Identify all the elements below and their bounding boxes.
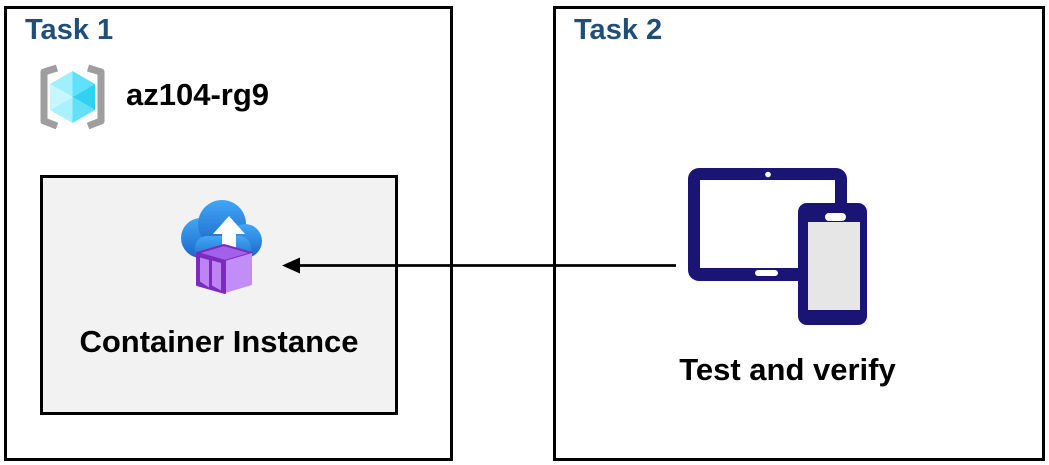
task2-box: Task 2 Test and verify	[553, 6, 1045, 461]
arrowhead-left	[282, 257, 300, 274]
devices-tablet-phone-icon	[688, 168, 867, 325]
test-and-verify-label: Test and verify	[679, 352, 896, 387]
container-glyph	[196, 244, 253, 294]
container-instance-box: Container Instance	[40, 175, 398, 415]
task1-box: Task 1 az104-rg9	[4, 6, 453, 461]
task1-title: Task 1	[25, 14, 114, 46]
resource-group-icon	[40, 64, 105, 130]
task2-title: Task 2	[574, 14, 663, 46]
cube-glyph	[50, 71, 95, 123]
container-instances-icon	[181, 200, 262, 294]
connector-arrow	[282, 257, 676, 274]
resource-group-name: az104-rg9	[126, 77, 270, 112]
upload-arrow-glyph	[213, 216, 245, 254]
container-instance-label: Container Instance	[79, 324, 359, 359]
phone-glyph	[798, 203, 867, 325]
